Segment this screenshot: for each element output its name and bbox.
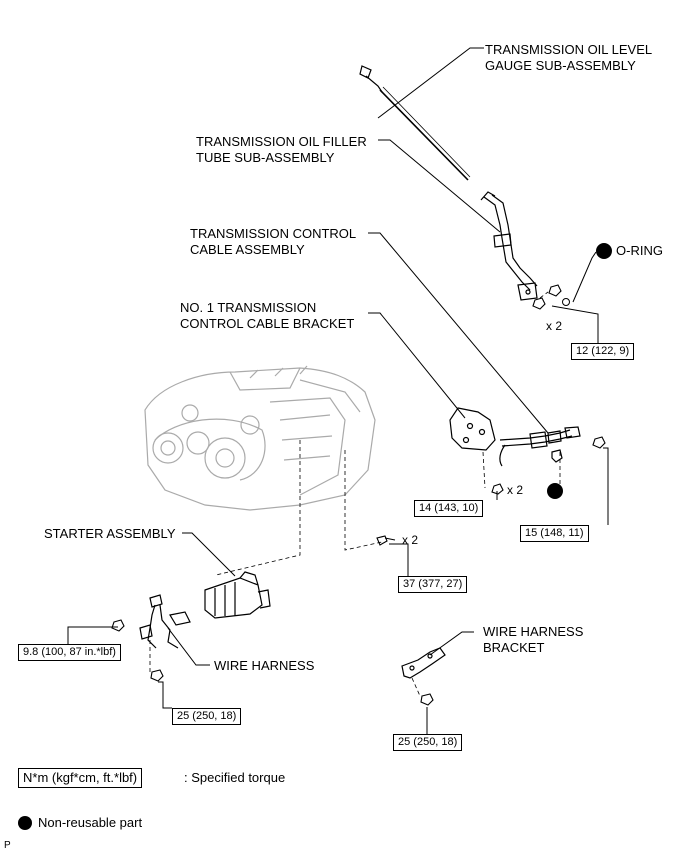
o-ring-drawing — [562, 298, 570, 306]
torque-terminal-nut: 9.8 (100, 87 in.*lbf) — [18, 644, 121, 661]
starter-drawing — [204, 571, 271, 619]
control-cable-drawing — [449, 407, 581, 467]
torque-starter-bolt: 37 (377, 27) — [398, 576, 468, 593]
legend-torque-text: : Specified torque — [184, 770, 286, 785]
legend-nonreusable-dot — [18, 816, 32, 830]
fasteners — [111, 284, 606, 706]
oil-level-gauge-drawing — [359, 65, 471, 181]
torque-filler-tube-bolt: 12 (122, 9) — [571, 343, 635, 360]
label-wire-harness: WIRE HARNESS — [214, 658, 315, 673]
qty-starter-bolt: x 2 — [402, 533, 419, 547]
qty-bracket-bolt: x 2 — [507, 483, 524, 497]
label-o-ring: O-RING — [616, 243, 663, 258]
engine-illustration — [144, 365, 376, 511]
label-oil-level-gauge: TRANSMISSION OIL LEVEL GAUGE SUB-ASSEMBL… — [485, 42, 653, 73]
nonreusable-marker-o-ring — [596, 243, 612, 259]
torque-harness-bracket-bolt: 25 (250, 18) — [393, 734, 463, 751]
alignment-lines — [149, 291, 561, 697]
label-harness-bracket: WIRE HARNESS BRACKET — [483, 624, 584, 655]
label-starter-assembly: STARTER ASSEMBLY — [44, 526, 176, 541]
label-control-cable: TRANSMISSION CONTROL CABLE ASSEMBLY — [190, 226, 357, 257]
harness-bracket-drawing — [401, 647, 446, 679]
label-oil-filler-tube: TRANSMISSION OIL FILLER TUBE SUB-ASSEMBL… — [196, 134, 367, 165]
legend-nonreusable-text: Non-reusable part — [38, 815, 143, 830]
label-cable-bracket: NO. 1 TRANSMISSION CONTROL CABLE BRACKET — [180, 300, 355, 331]
corner-code: P — [4, 840, 11, 851]
torque-harness-bolt: 25 (250, 18) — [172, 708, 242, 725]
leader-lines — [67, 47, 609, 734]
nonreusable-marker-cable-clip — [547, 483, 563, 499]
starter-wire-harness-drawing — [139, 594, 191, 649]
oil-filler-tube-drawing — [480, 191, 538, 301]
torque-bracket-bolt: 14 (143, 10) — [414, 500, 484, 517]
torque-cable-nut: 15 (148, 11) — [520, 525, 589, 542]
legend-torque-box: N*m (kgf*cm, ft.*lbf) — [18, 768, 143, 788]
qty-filler-tube-bolt: x 2 — [546, 319, 563, 333]
